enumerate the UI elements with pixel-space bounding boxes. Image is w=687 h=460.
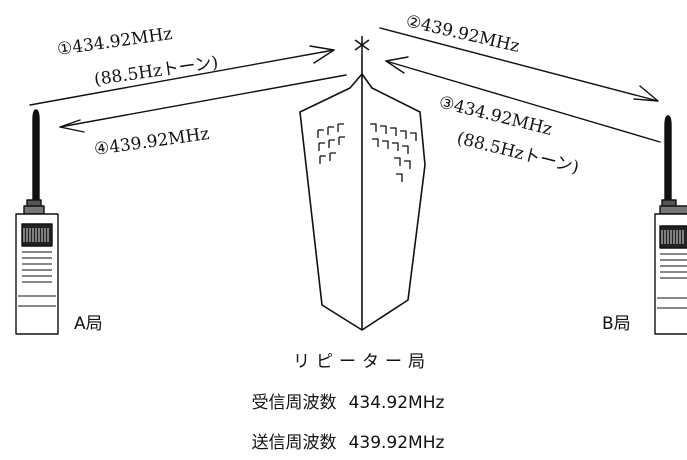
arrow-4-repeater-to-a: [59, 74, 347, 133]
station-a-radio: [15, 109, 59, 335]
building-windows-left: [317, 123, 345, 164]
arrow-2-repeater-to-b: [379, 27, 659, 102]
station-a-label: A局: [74, 314, 103, 334]
link-4-freq-label: ④439.92MHz: [93, 124, 211, 160]
link-1-freq-label: ①434.92MHz: [56, 24, 174, 60]
station-b-radio: [654, 115, 687, 335]
arrow-1-a-to-repeater: [29, 45, 335, 106]
repeater-building: [299, 36, 426, 331]
repeater-title: リピーター局: [293, 352, 431, 372]
station-b-label: B局: [602, 314, 631, 334]
arrow-3-b-to-repeater: [385, 56, 661, 143]
building-windows-right: [370, 123, 417, 182]
repeater-antenna-icon: [354, 36, 370, 54]
link-3-freq-label: ③434.92MHz: [437, 92, 554, 139]
link-3-tone-label: (88.5Hzトーン): [455, 128, 581, 178]
link-1-tone-label: (88.5Hzトーン): [93, 53, 220, 90]
